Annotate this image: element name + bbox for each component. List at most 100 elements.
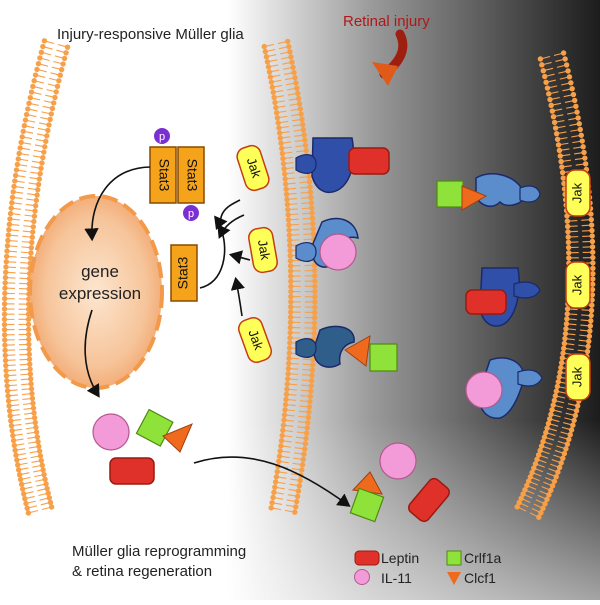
- lipid-head: [562, 56, 567, 61]
- lipid-head: [271, 490, 276, 495]
- lipid-head: [287, 233, 292, 238]
- lipid-head: [566, 245, 571, 250]
- lipid-head: [278, 141, 283, 146]
- lipid-head: [564, 321, 569, 326]
- lipid-head: [286, 356, 291, 361]
- lipid-head: [299, 467, 304, 472]
- lipid-head: [312, 289, 317, 294]
- lipid-head: [31, 78, 36, 83]
- lipid-head: [281, 166, 286, 171]
- lipid-head: [283, 187, 288, 192]
- lipid-head: [546, 91, 551, 96]
- lipid-head: [303, 148, 308, 153]
- lipid-head: [43, 139, 48, 144]
- lipid-head: [2, 306, 7, 311]
- lipid-head: [572, 98, 577, 103]
- lipid-head: [58, 73, 63, 78]
- lipid-head: [288, 273, 293, 278]
- lipid-head: [279, 146, 284, 151]
- lipid-head: [4, 383, 9, 388]
- lipid-head: [566, 234, 571, 239]
- lipid-head: [14, 457, 19, 462]
- lipid-head: [39, 458, 44, 463]
- lipid-head: [37, 176, 42, 181]
- lipid-head: [556, 374, 561, 379]
- lipid-head: [305, 420, 310, 425]
- lipid-head: [546, 421, 551, 426]
- lipid-head: [2, 322, 7, 327]
- jak-label: Jak: [569, 182, 584, 203]
- il11-ligand: [320, 234, 356, 270]
- lipid-head: [566, 250, 571, 255]
- lipid-head: [36, 182, 41, 187]
- lipid-head: [278, 448, 283, 453]
- lipid-head: [554, 131, 559, 136]
- lipid-head: [578, 127, 583, 132]
- lipid-head: [264, 54, 269, 59]
- il11-ligand-released: [380, 443, 416, 479]
- lipid-head: [549, 407, 554, 412]
- lipid-head: [31, 219, 36, 224]
- lipid-head: [276, 459, 281, 464]
- lipid-head: [280, 433, 285, 438]
- lipid-head: [282, 412, 287, 417]
- lipid-head: [44, 486, 49, 491]
- lipid-head: [2, 296, 7, 301]
- lipid-head: [2, 337, 7, 342]
- lipid-head: [7, 216, 12, 221]
- lipid-head: [22, 123, 27, 128]
- lipid-head: [305, 425, 310, 430]
- lipid-head: [38, 453, 43, 458]
- lipid-head: [286, 222, 291, 227]
- lipid-head: [563, 331, 568, 336]
- jak-right-top: Jak: [566, 170, 590, 216]
- lipid-head: [3, 353, 8, 358]
- lipid-head: [48, 500, 53, 505]
- lipid-head: [287, 345, 292, 350]
- lipid-head: [281, 161, 286, 166]
- stat3-monomer-label: Stat3: [175, 256, 191, 289]
- lipid-head: [36, 61, 41, 66]
- lipid-head: [268, 74, 273, 79]
- lipid-head: [587, 328, 592, 333]
- lipid-head: [563, 326, 568, 331]
- lipid-head: [288, 253, 293, 258]
- lipid-head: [42, 38, 47, 43]
- lipid-head: [26, 101, 31, 106]
- lipid-head: [3, 270, 8, 275]
- lipid-head: [292, 509, 297, 514]
- lipid-head: [303, 441, 308, 446]
- lipid-head: [288, 315, 293, 320]
- lipid-head: [573, 413, 578, 418]
- lipid-head: [590, 244, 595, 249]
- lipid-head: [564, 62, 569, 67]
- lipid-head: [547, 97, 552, 102]
- receptor-stalk: [296, 155, 316, 174]
- lipid-head: [545, 85, 550, 90]
- injury-label: Retinal injury: [343, 13, 430, 30]
- lipid-head: [300, 462, 305, 467]
- lipid-head: [568, 80, 573, 85]
- lipid-head: [28, 371, 33, 376]
- lipid-head: [33, 203, 38, 208]
- receptor-stalk: [296, 243, 316, 262]
- lipid-head: [31, 224, 36, 229]
- lipid-head: [288, 294, 293, 299]
- lipid-head: [579, 133, 584, 138]
- lipid-head: [552, 120, 557, 125]
- lipid-head: [8, 211, 13, 216]
- lipid-head: [41, 149, 46, 154]
- legend-leptin-label: Leptin: [381, 550, 419, 566]
- lipid-head: [285, 371, 290, 376]
- lipid-head: [9, 428, 14, 433]
- lipid-head: [288, 299, 293, 304]
- lipid-head: [3, 358, 8, 363]
- lipid-head: [562, 336, 567, 341]
- legend-il11-swatch: [355, 570, 370, 585]
- lipid-head: [312, 315, 317, 320]
- lipid-head: [27, 352, 32, 357]
- lipid-head: [550, 402, 555, 407]
- lipid-head: [51, 100, 56, 105]
- lipid-head: [542, 74, 547, 79]
